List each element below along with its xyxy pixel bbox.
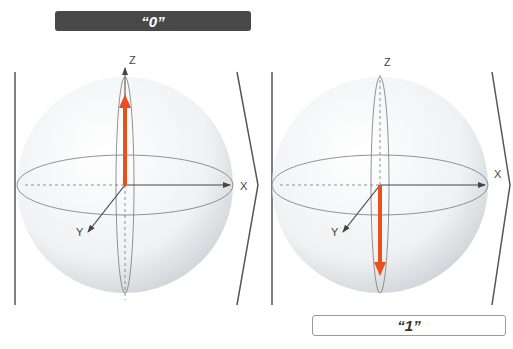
axis-label: X [494,168,501,180]
axis-label: Y [331,226,338,238]
axis-label: X [240,180,247,192]
axis-label: Y [76,226,83,238]
state-bar-light: “1” [312,315,506,336]
sphere-zero [17,68,233,300]
axis-label: Z [384,56,391,68]
axis-label: Z [129,54,136,66]
state-label: “1” [397,317,420,334]
state-label: “0” [141,13,164,30]
sphere-one [272,75,488,293]
state-bar-dark: “0” [55,11,251,31]
